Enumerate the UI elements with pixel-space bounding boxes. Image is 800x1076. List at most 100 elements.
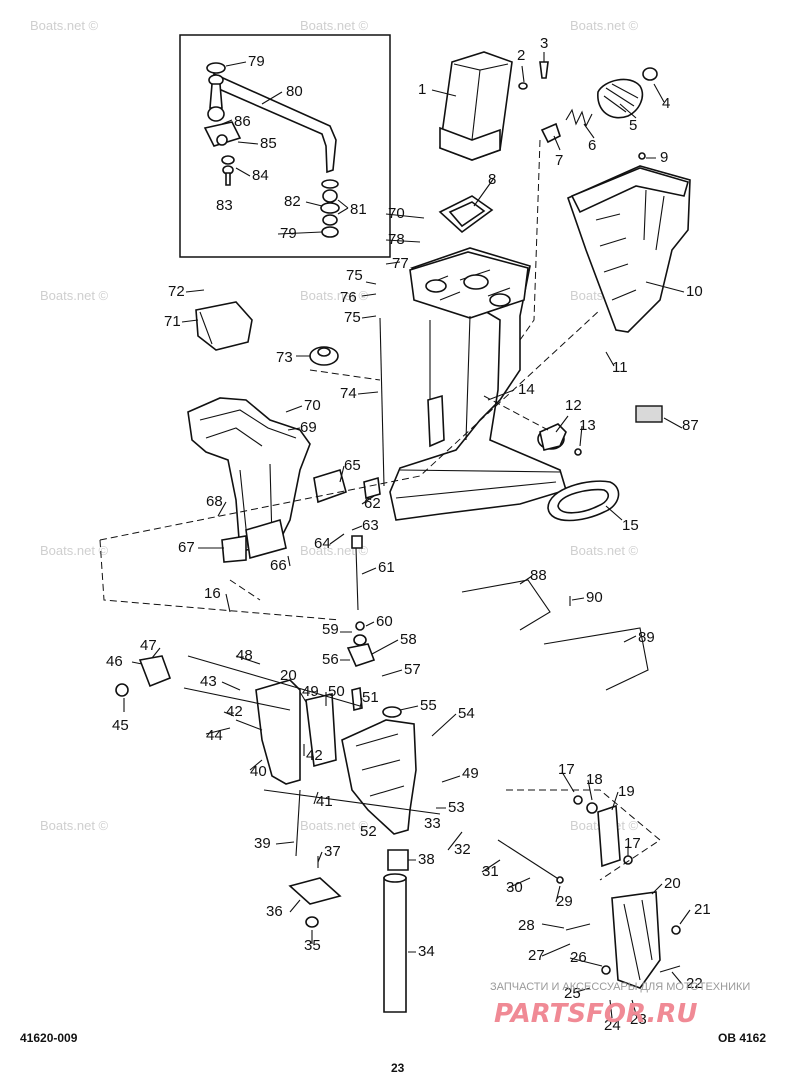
leader-lines	[123, 52, 691, 1019]
callout-44: 44	[206, 727, 223, 744]
callout-17b: 17	[624, 835, 641, 852]
callout-88: 88	[530, 567, 547, 584]
callout-32: 32	[454, 841, 471, 858]
watermark: Boats.net ©	[570, 543, 639, 558]
callout-85: 85	[260, 135, 277, 152]
brand-tagline: ЗАПЧАСТИ И АКСЕССУАРЫ ДЛЯ МОТОТЕХНИКИ	[490, 981, 750, 993]
decal-plate	[635, 405, 663, 423]
callout-20b: 20	[664, 875, 681, 892]
callout-46: 46	[106, 653, 123, 670]
callout-36: 36	[266, 903, 283, 920]
callout-50: 50	[328, 683, 345, 700]
callout-42b: 42	[306, 747, 323, 764]
callout-63: 63	[362, 517, 379, 534]
callout-87: 87	[682, 417, 699, 434]
watermark: Boats.net ©	[300, 818, 369, 833]
callout-66: 66	[270, 557, 287, 574]
callout-49b: 49	[462, 765, 479, 782]
assembly-lines	[99, 139, 661, 881]
callout-49: 49	[302, 683, 319, 700]
callout-57: 57	[404, 661, 421, 678]
watermark: Boats.net ©	[40, 543, 109, 558]
callout-10: 10	[686, 283, 703, 300]
callout-65: 65	[344, 457, 361, 474]
callout-47: 47	[140, 637, 157, 654]
watermark: Boats.net ©	[40, 288, 109, 303]
callout-6: 6	[588, 137, 596, 154]
callout-28: 28	[518, 917, 535, 934]
callout-52: 52	[360, 823, 377, 840]
callout-23: 23	[630, 1011, 647, 1028]
callout-68: 68	[206, 493, 223, 510]
callout-20: 20	[280, 667, 297, 684]
shift-link-assembly	[203, 62, 340, 238]
callout-labels: 1 2 3 4 5 6 7 8 9 10 11 12 13 14 15 16 1…	[106, 35, 711, 1034]
callout-8: 8	[488, 171, 496, 188]
callout-25: 25	[564, 985, 581, 1002]
callout-73: 73	[276, 349, 293, 366]
callout-71: 71	[164, 313, 181, 330]
callout-16: 16	[204, 585, 221, 602]
driveshaft-housing	[389, 247, 567, 521]
callout-24: 24	[604, 1017, 621, 1034]
callout-48: 48	[236, 647, 253, 664]
callout-81: 81	[350, 201, 367, 218]
callout-1: 1	[418, 81, 426, 98]
watermark: Boats.net ©	[40, 818, 109, 833]
callout-38: 38	[418, 851, 435, 868]
callout-45: 45	[112, 717, 129, 734]
callout-7: 7	[555, 152, 563, 169]
tilt-rods	[461, 579, 649, 691]
callout-13: 13	[579, 417, 596, 434]
callout-39: 39	[254, 835, 271, 852]
callout-12: 12	[565, 397, 582, 414]
callout-42: 42	[226, 703, 243, 720]
callout-27: 27	[528, 947, 545, 964]
tilt-tube	[383, 849, 409, 1013]
callout-86: 86	[234, 113, 251, 130]
callout-70b: 70	[388, 205, 405, 222]
callout-89: 89	[638, 629, 655, 646]
callout-77: 77	[392, 255, 409, 272]
clamp-plate	[288, 856, 342, 928]
callout-70: 70	[304, 397, 321, 414]
swivel-bracket	[115, 655, 441, 857]
diagram-code-right: OB 4162	[718, 1031, 766, 1045]
callout-37: 37	[324, 843, 341, 860]
callout-5: 5	[629, 117, 637, 134]
callout-31: 31	[482, 863, 499, 880]
side-cover	[567, 165, 691, 333]
callout-82: 82	[284, 193, 301, 210]
callout-19: 19	[618, 783, 635, 800]
callout-76: 76	[340, 289, 357, 306]
callout-51: 51	[362, 689, 379, 706]
callout-75b: 75	[344, 309, 361, 326]
watermark: Boats.net ©	[300, 18, 369, 33]
callout-59: 59	[322, 621, 339, 638]
callout-61: 61	[378, 559, 395, 576]
callout-29: 29	[556, 893, 573, 910]
shift-rods	[346, 317, 402, 718]
small-hardware	[438, 61, 658, 234]
callout-56: 56	[322, 651, 339, 668]
callout-40: 40	[250, 763, 267, 780]
callout-21: 21	[694, 901, 711, 918]
callout-14: 14	[518, 381, 535, 398]
callout-74: 74	[340, 385, 357, 402]
callout-84: 84	[252, 167, 269, 184]
callout-34: 34	[418, 943, 435, 960]
callout-35: 35	[304, 937, 321, 954]
exhaust-adapter	[187, 301, 347, 563]
callout-15: 15	[622, 517, 639, 534]
callout-43: 43	[200, 673, 217, 690]
diagram-code-left: 41620-009	[20, 1031, 78, 1045]
callout-78: 78	[388, 231, 405, 248]
callout-75: 75	[346, 267, 363, 284]
callout-9: 9	[660, 149, 668, 166]
callout-79: 79	[248, 53, 265, 70]
callout-80: 80	[286, 83, 303, 100]
callout-11: 11	[612, 359, 628, 376]
watermark: Boats.net ©	[30, 18, 99, 33]
callout-53: 53	[448, 799, 465, 816]
